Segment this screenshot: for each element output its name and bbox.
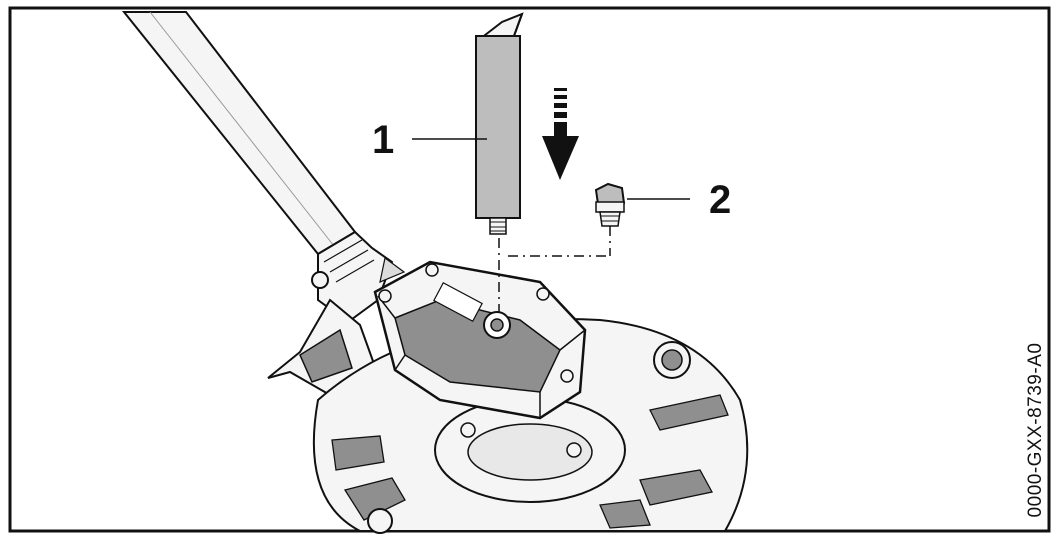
- arrow-down-icon: [542, 88, 579, 180]
- grease-fitting-icon: [594, 182, 626, 227]
- callout-1: 1: [372, 118, 395, 162]
- alignment-line: [498, 226, 611, 312]
- gear-housing-neck: [311, 230, 406, 324]
- cover-screw-icon: [536, 287, 550, 301]
- logo-stihl-icon: [433, 282, 483, 322]
- cover-screw-icon: [425, 263, 439, 277]
- gear-head-cover: [373, 260, 587, 420]
- neck-screw-icon: [311, 271, 329, 289]
- cover-screw-icon: [560, 369, 574, 383]
- figure-code: 0000-GXX-8739-A0: [1025, 342, 1046, 518]
- deflector-bracket: [267, 298, 380, 397]
- cover-screw-icon: [378, 289, 392, 303]
- grease-tube-icon: [475, 12, 524, 235]
- fitting-port-left-icon: [367, 508, 393, 534]
- callout-2: 2: [709, 178, 732, 222]
- leader-lines: [412, 138, 690, 200]
